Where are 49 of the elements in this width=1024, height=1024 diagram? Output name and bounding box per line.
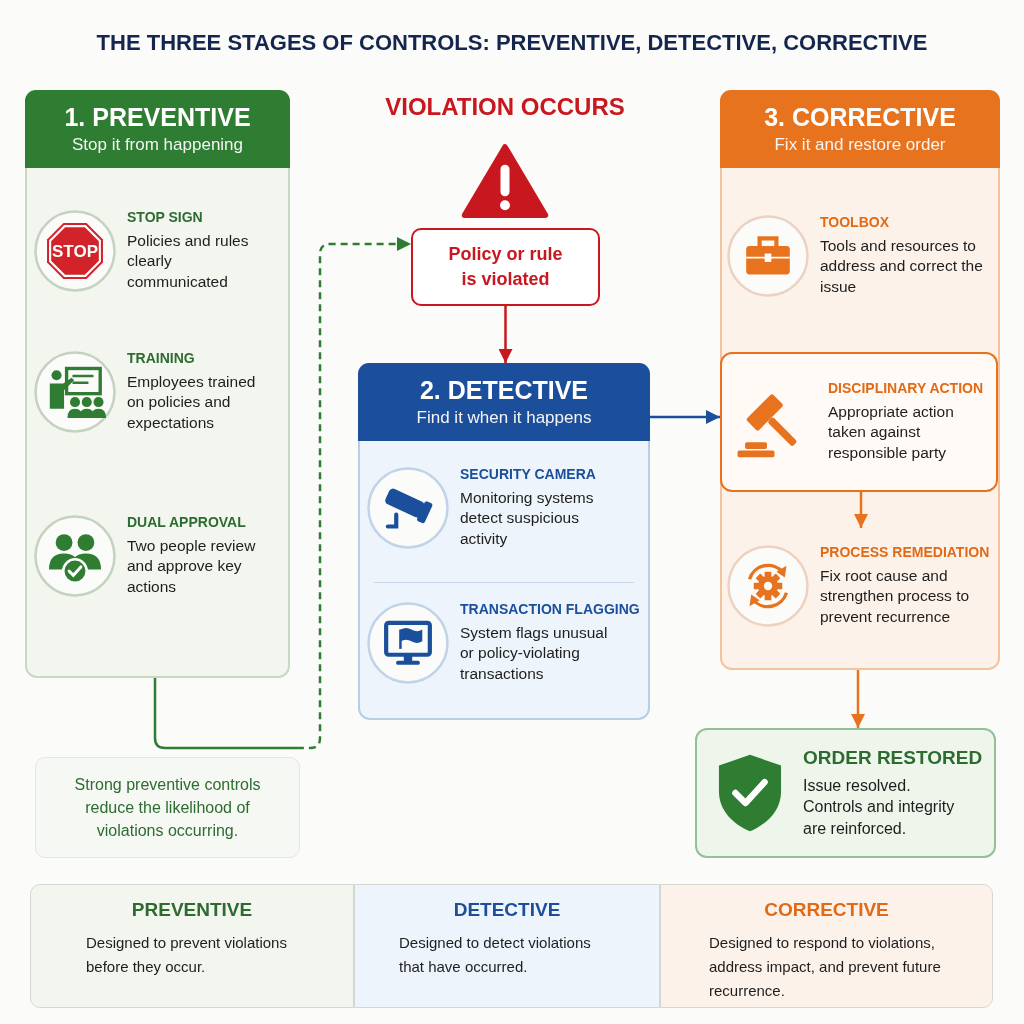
panel-title: 3. CORRECTIVE bbox=[764, 101, 956, 132]
item-description: Monitoring systems detect suspicious activity bbox=[460, 487, 595, 550]
diagram-title: THE THREE STAGES OF CONTROLS: PREVENTIVE, DETECTIVE, CORRECTIVE bbox=[96, 30, 928, 57]
summary-text: Designed to respond to violations, address impact, and prevent future recurrence. bbox=[709, 932, 941, 1001]
item-heading: DISCIPLINARY ACTION bbox=[828, 379, 985, 397]
note-box bbox=[35, 757, 300, 858]
arrow bbox=[498, 306, 513, 363]
item-description: Appropriate action taken against responsible party bbox=[828, 401, 955, 464]
summary-heading: DETECTIVE bbox=[453, 899, 561, 922]
item-description: Two people review and approve key actions bbox=[127, 535, 257, 598]
arrow bbox=[854, 492, 868, 528]
note-text: Strong preventive controls reduce the likelihood of violations occurring. bbox=[73, 774, 262, 842]
panel-subtitle: Fix it and restore order bbox=[774, 133, 946, 156]
item-description: Issue resolved. Controls and integrity are reinforced. bbox=[803, 775, 956, 839]
panel-subtitle: Stop it from happening bbox=[71, 133, 244, 156]
stage-panel bbox=[720, 90, 1000, 670]
summary-panel bbox=[660, 884, 993, 1008]
stage-panel bbox=[358, 363, 650, 720]
panel-subtitle: Find it when it happens bbox=[416, 406, 592, 429]
item-description: Tools and resources to address and correct the issue bbox=[820, 235, 984, 298]
item-heading: SECURITY CAMERA bbox=[460, 465, 597, 483]
summary-text: Designed to detect violations that have occurred. bbox=[399, 932, 592, 977]
item-heading: TRAINING bbox=[127, 349, 196, 367]
item-description: Policies and rules clearly communicated bbox=[127, 230, 250, 293]
item-heading: STOP SIGN bbox=[127, 208, 204, 226]
result-box bbox=[695, 728, 996, 858]
item-heading: TRANSACTION FLAGGING bbox=[460, 600, 641, 618]
item-description: Fix root cause and strengthen process to prevent recurrence bbox=[820, 565, 971, 628]
item-description: Employees trained on policies and expectations bbox=[127, 371, 257, 434]
item-heading: DUAL APPROVAL bbox=[127, 513, 247, 531]
panel-title: 2. DETECTIVE bbox=[419, 374, 589, 405]
summary-panel bbox=[354, 884, 660, 1008]
action-box bbox=[720, 352, 998, 492]
alert-heading: VIOLATION OCCURS bbox=[384, 92, 626, 122]
item-heading: TOOLBOX bbox=[820, 213, 890, 231]
summary-heading: PREVENTIVE bbox=[131, 899, 253, 922]
arrow bbox=[153, 237, 411, 750]
summary-panel bbox=[30, 884, 354, 1008]
arrow bbox=[851, 670, 865, 728]
alert-text: Policy or rule is violated bbox=[447, 242, 564, 291]
item-heading: PROCESS REMEDIATION bbox=[820, 543, 991, 561]
item-description: System flags unusual or policy-violating transactions bbox=[460, 622, 609, 685]
sign-text: STOP bbox=[52, 242, 98, 260]
item-heading: ORDER RESTORED bbox=[803, 746, 984, 770]
arrow bbox=[650, 410, 720, 424]
stage-panel bbox=[25, 90, 290, 678]
summary-heading: CORRECTIVE bbox=[764, 899, 889, 922]
summary-text: Designed to prevent violations before they occur. bbox=[86, 932, 288, 977]
panel-title: 1. PREVENTIVE bbox=[64, 101, 251, 132]
